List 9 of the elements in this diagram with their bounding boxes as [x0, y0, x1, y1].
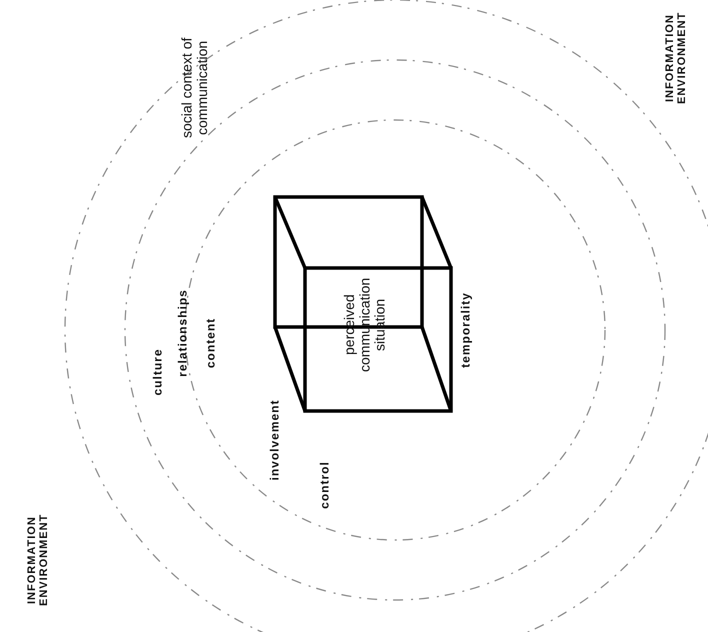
region-label: INFORMATION ENVIRONMENT [26, 512, 50, 608]
dimension-label: temporality [459, 292, 473, 368]
ring-label: content [204, 318, 218, 368]
region-label: INFORMATION ENVIRONMENT [664, 10, 688, 106]
ring-label: culture [151, 348, 165, 396]
ring-label: relationships [176, 289, 190, 377]
dimension-label: control [318, 461, 332, 509]
ring-label: social context of communication [180, 36, 210, 140]
dimension-label: involvement [268, 399, 282, 481]
